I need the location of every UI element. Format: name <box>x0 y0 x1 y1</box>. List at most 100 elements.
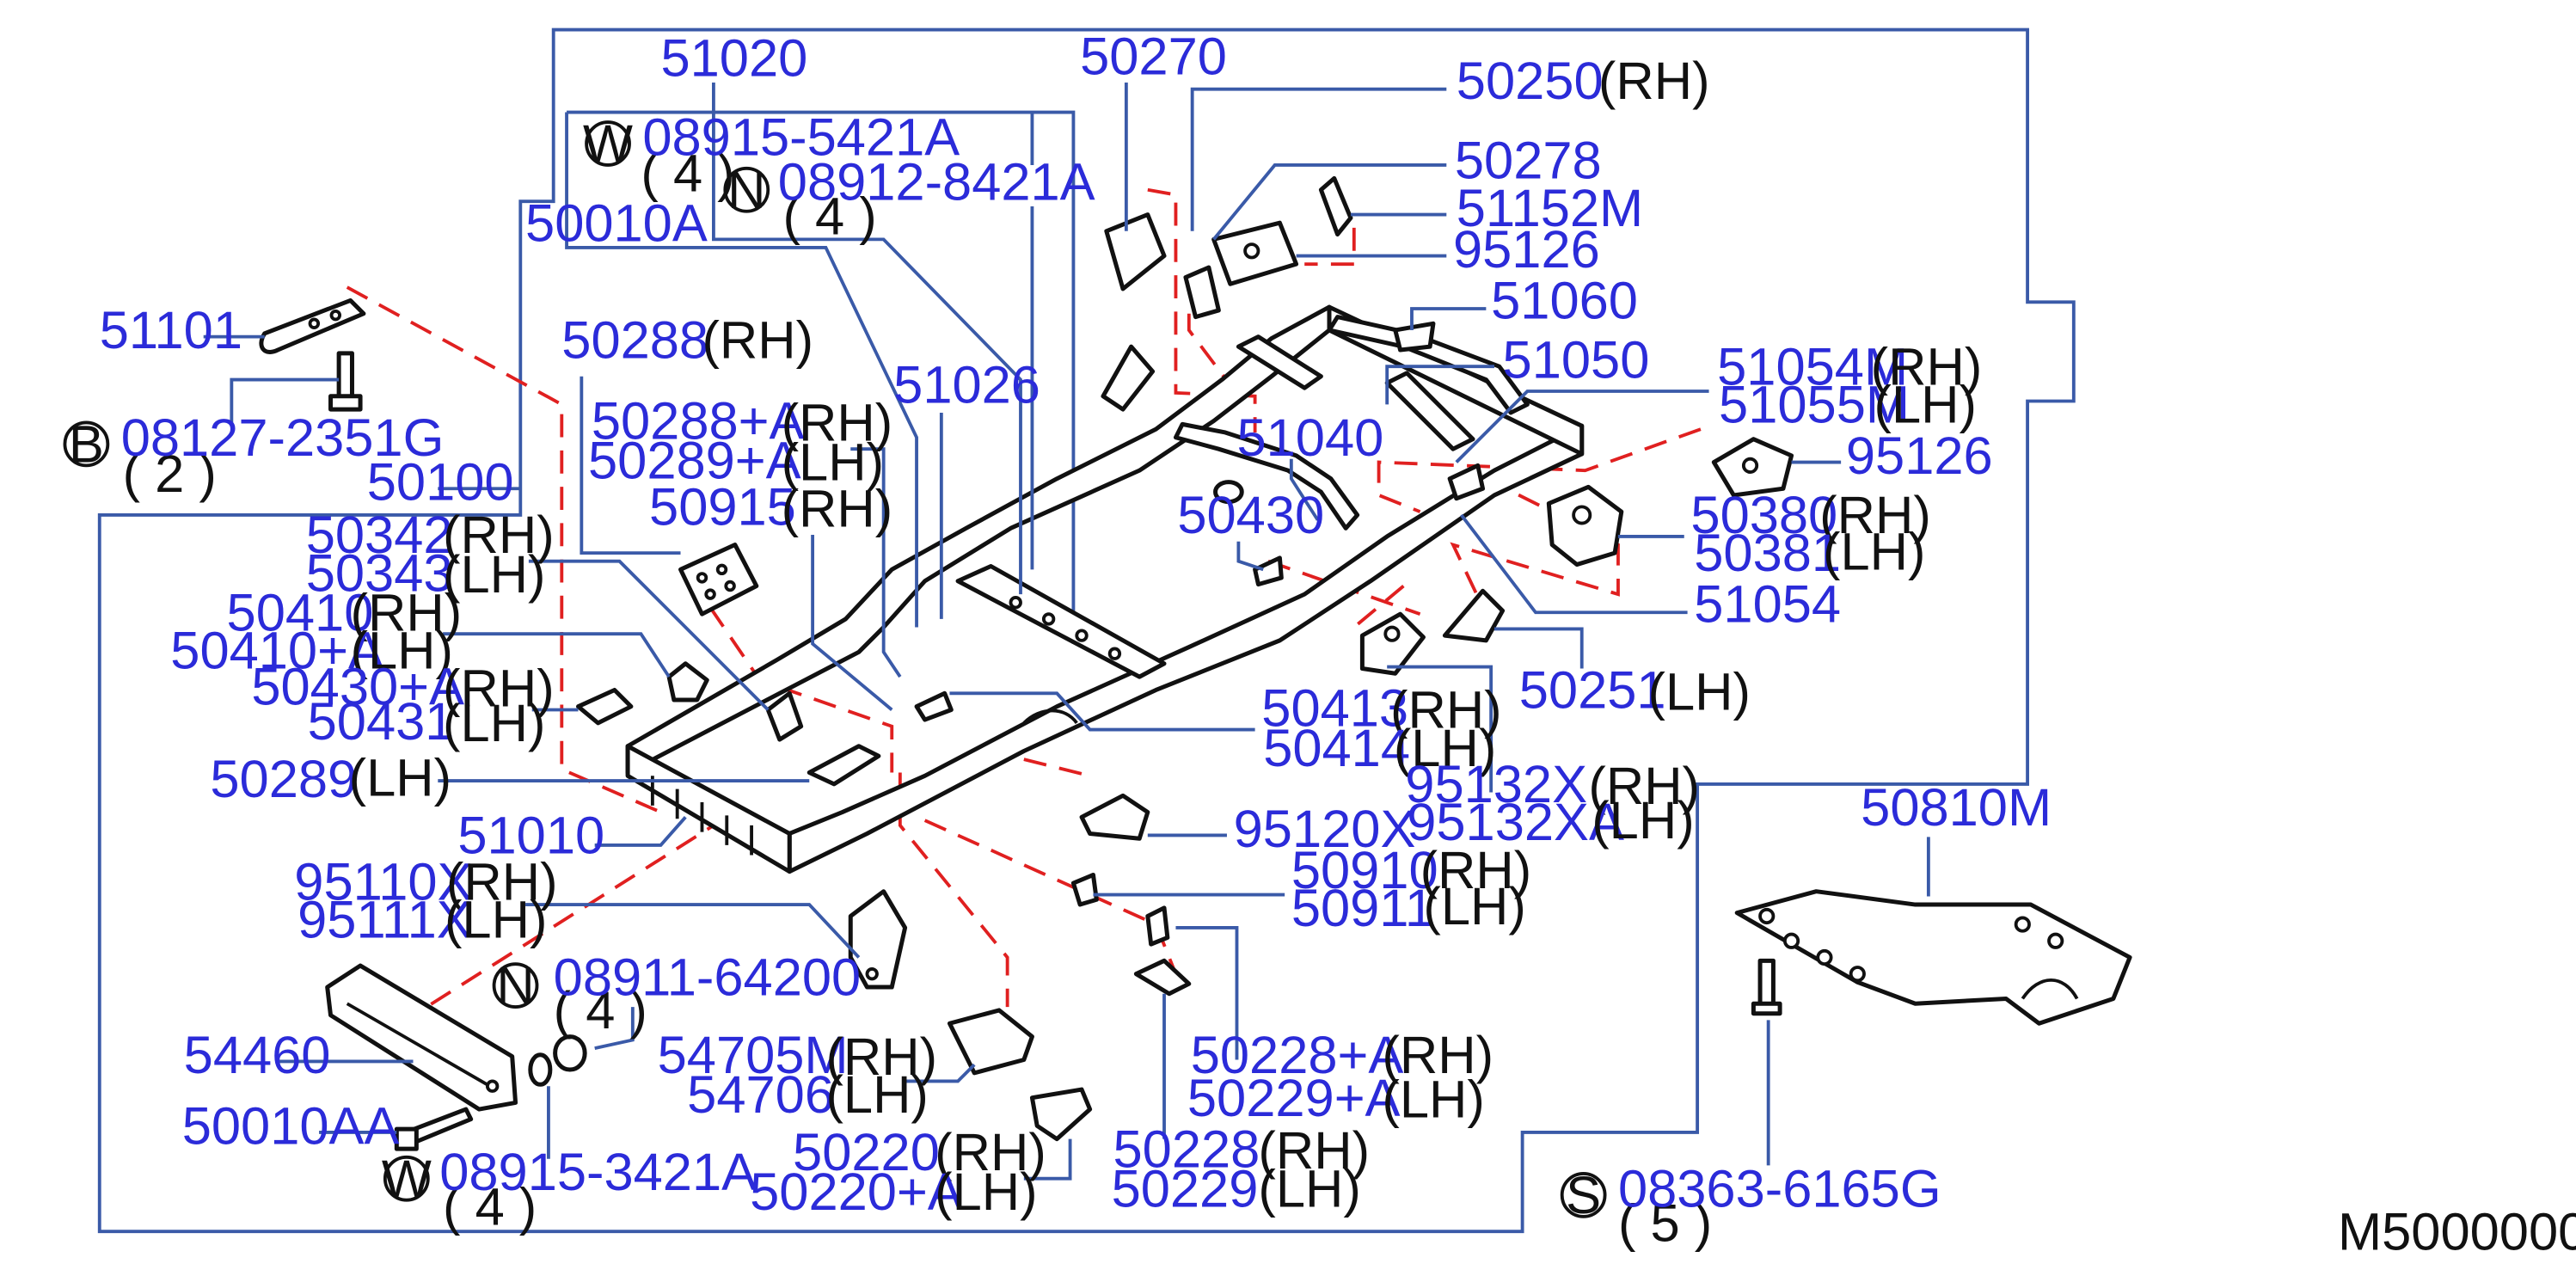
bracket-51060 <box>1393 321 1436 353</box>
bracket-50251 <box>1359 588 1506 676</box>
qty: ( 4 ) <box>554 981 647 1040</box>
bracket-50278 <box>1183 220 1299 320</box>
part-label[interactable]: 95120X <box>1234 800 1416 859</box>
part-label[interactable]: 50342 <box>306 506 453 565</box>
part-label[interactable]: 50220+A <box>750 1163 963 1222</box>
part-label[interactable]: 50431 <box>308 692 455 751</box>
part-label[interactable]: 54706 <box>687 1065 834 1125</box>
part-label[interactable]: 08127-2351G <box>121 408 445 468</box>
part-label[interactable]: 50911 <box>1291 879 1434 938</box>
bracket-51054 <box>1447 463 1486 501</box>
bolt-08363 <box>1751 958 1782 1016</box>
side-label: (RH) <box>782 394 893 453</box>
side-label: (LH) <box>1874 375 1977 434</box>
side-label: (LH) <box>445 890 547 949</box>
side-label: (LH) <box>935 1163 1037 1222</box>
part-label[interactable]: 95126 <box>1453 220 1600 279</box>
figure-code: M5000000 <box>2338 1202 2576 1261</box>
part-label[interactable]: 50381 <box>1694 524 1841 583</box>
part-label[interactable]: 50343 <box>306 543 453 603</box>
part-label[interactable]: 50100 <box>367 453 514 512</box>
crossmember-54460 <box>325 963 518 1112</box>
part-label[interactable]: 50410 <box>227 583 374 642</box>
side-label: (LH) <box>1423 877 1525 936</box>
side-label: (LH) <box>1394 719 1496 778</box>
part-label[interactable]: 08912-8421A <box>778 152 1095 212</box>
part-label[interactable]: 51101 <box>100 301 242 360</box>
part-label[interactable]: 50288+A <box>592 392 805 451</box>
part-label[interactable]: 50413 <box>1261 679 1408 739</box>
side-label: (LH) <box>443 545 545 604</box>
part-label[interactable]: 51050 <box>1503 331 1650 390</box>
symbol-w: W <box>583 114 633 174</box>
bracket-54705M <box>947 1008 1034 1076</box>
side-label: (LH) <box>1823 522 1925 581</box>
part-label[interactable]: 50414 <box>1263 719 1410 778</box>
qty: ( 2 ) <box>123 445 217 504</box>
part-label[interactable]: 50289+A <box>588 432 801 491</box>
part-label[interactable]: 95132X <box>1405 755 1587 814</box>
symbol-n: N <box>727 161 765 220</box>
part-label[interactable]: 54705M <box>658 1026 849 1085</box>
part-label[interactable]: 50430 <box>1177 486 1324 545</box>
part-label[interactable]: 95111X <box>297 890 472 949</box>
part-label[interactable]: 51026 <box>893 355 1040 414</box>
part-label[interactable]: 51020 <box>660 28 807 88</box>
qty: ( 4 ) <box>443 1177 537 1236</box>
symbol-letters: W N B N W S <box>69 114 1601 1225</box>
bracket-50342 <box>765 690 804 742</box>
part-label[interactable]: 50380 <box>1690 486 1837 545</box>
bracket-95126 <box>1711 437 1794 498</box>
part-label[interactable]: 50289 <box>210 750 357 809</box>
side-label: (LH) <box>1648 663 1751 722</box>
part-label[interactable]: 50278 <box>1455 131 1602 190</box>
side-label: (LH) <box>825 1065 928 1125</box>
bracket-50410 <box>666 661 709 702</box>
bracket-95120X <box>1079 793 1150 841</box>
part-label[interactable]: 50810M <box>1861 778 2052 837</box>
part-label[interactable]: 08915-3421A <box>439 1143 757 1202</box>
part-label[interactable]: 51060 <box>1491 272 1638 331</box>
part-label[interactable]: 50010A <box>525 193 708 253</box>
part-label[interactable]: 50228 <box>1113 1120 1260 1179</box>
nut-washer <box>528 1034 587 1087</box>
part-label[interactable]: 51152M <box>1457 179 1643 238</box>
bracket-50910 <box>1070 872 1099 907</box>
part-label[interactable]: 50288 <box>561 311 708 371</box>
qty: ( 4 ) <box>783 187 877 247</box>
mount-50380 <box>1546 484 1624 567</box>
side-label: (RH) <box>1598 52 1710 111</box>
part-label[interactable]: 95126 <box>1846 426 1993 486</box>
part-label[interactable]: 51040 <box>1236 408 1383 468</box>
part-label[interactable]: 50430+A <box>251 658 464 717</box>
part-label[interactable]: 51054 <box>1694 575 1841 635</box>
side-label: (LH) <box>443 694 545 753</box>
part-label[interactable]: 95132XA <box>1407 793 1624 852</box>
part-label[interactable]: 50228+A <box>1191 1026 1404 1085</box>
part-label[interactable]: 50251 <box>1519 661 1666 721</box>
part-label[interactable]: 50410+A <box>170 622 383 681</box>
part-label[interactable]: 51054M <box>1717 337 1908 396</box>
part-label[interactable]: 50250 <box>1457 52 1604 111</box>
part-label[interactable]: 50229 <box>1112 1159 1259 1218</box>
part-label[interactable]: 54460 <box>184 1026 331 1085</box>
part-label[interactable]: 50010AA <box>182 1096 400 1156</box>
part-label[interactable]: 50220 <box>793 1123 940 1182</box>
part-label[interactable]: 50915 <box>649 477 796 537</box>
part-label[interactable]: 08915-5421A <box>642 107 960 167</box>
part-label[interactable]: 50270 <box>1080 27 1227 86</box>
side-label: (RH) <box>443 659 555 719</box>
skid-plate-50810M <box>1734 889 2132 1026</box>
bracket-50220 <box>1029 1087 1093 1142</box>
bracket-50413 <box>914 690 954 722</box>
part-label[interactable]: 50229+A <box>1187 1069 1401 1128</box>
part-label[interactable]: 08363-6165G <box>1618 1159 1941 1218</box>
part-label[interactable]: 51010 <box>457 807 604 866</box>
side-label: (RH) <box>935 1123 1046 1182</box>
part-label[interactable]: 95110X <box>294 852 472 911</box>
part-label[interactable]: 08911-64200 <box>554 948 862 1008</box>
part-label[interactable]: 50910 <box>1291 841 1438 900</box>
side-label: (RH) <box>702 311 813 371</box>
part-label[interactable]: 51055M <box>1719 375 1910 434</box>
side-label: (LH) <box>1382 1070 1484 1130</box>
